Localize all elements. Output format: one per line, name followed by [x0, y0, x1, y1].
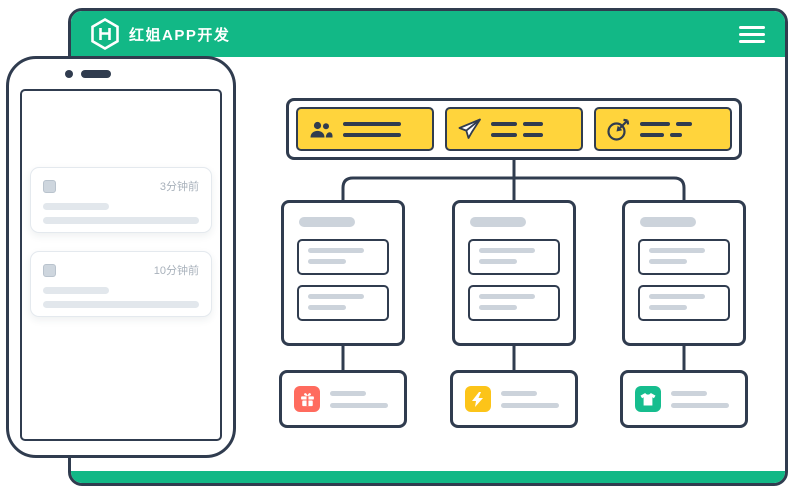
line-placeholder: [649, 248, 705, 253]
flowchart-area: [71, 11, 785, 483]
line-placeholder: [343, 121, 401, 126]
content-item-box: [297, 285, 389, 321]
line-placeholder: [343, 132, 401, 137]
line-placeholder: [43, 301, 199, 308]
users-icon: [308, 120, 334, 139]
line-placeholder: [479, 294, 535, 299]
feature-panel: [286, 98, 742, 160]
line-placeholder: [649, 305, 687, 310]
window-footer-bar: [71, 471, 785, 483]
phone-camera-icon: [65, 70, 73, 78]
target-arrow-icon: [606, 117, 631, 142]
line-placeholder: [649, 259, 687, 264]
notification-time: 10分钟前: [153, 265, 199, 277]
line-placeholder: [671, 402, 729, 408]
notification-header: 10分钟前: [43, 262, 199, 278]
notification-card[interactable]: 3分钟前: [30, 167, 212, 233]
branch-box-3: [622, 200, 746, 346]
line-placeholder: [479, 305, 517, 310]
content-item-box: [468, 239, 560, 275]
line-placeholder: [308, 294, 364, 299]
hexagon-h-logo-icon: [91, 18, 119, 50]
line-placeholder: [523, 121, 543, 126]
title-placeholder: [470, 217, 526, 227]
line-placeholder: [501, 402, 559, 408]
line-placeholder: [670, 132, 682, 137]
line-placeholder: [491, 121, 517, 126]
gift-icon: [294, 386, 320, 412]
title-placeholder: [299, 217, 355, 227]
title-placeholder: [640, 217, 696, 227]
line-placeholder: [523, 132, 543, 137]
line-placeholder: [308, 305, 346, 310]
connector-lines: [341, 158, 686, 372]
content-item-box: [468, 285, 560, 321]
notification-time: 3分钟前: [159, 181, 199, 193]
phone-speaker-icon: [81, 70, 111, 78]
phone-mockup: 3分钟前 10分钟前: [6, 56, 236, 458]
hamburger-menu-icon[interactable]: [739, 25, 765, 43]
line-placeholder: [491, 132, 517, 137]
content-item-box: [638, 239, 730, 275]
line-placeholder: [43, 217, 199, 224]
notification-header: 3分钟前: [43, 178, 199, 194]
line-placeholder: [479, 259, 517, 264]
result-card-2: [450, 370, 578, 428]
line-placeholder: [479, 248, 535, 253]
result-card-3: [620, 370, 748, 428]
branch-box-2: [452, 200, 576, 346]
result-card-1: [279, 370, 407, 428]
line-placeholder: [676, 121, 692, 126]
line-placeholder: [501, 390, 537, 396]
line-placeholder: [43, 203, 109, 210]
window-header: 红姐APP开发: [71, 11, 785, 57]
app-icon-placeholder: [43, 179, 56, 193]
tshirt-icon: [635, 386, 661, 412]
notification-card[interactable]: 10分钟前: [30, 251, 212, 317]
line-placeholder: [43, 287, 109, 294]
line-placeholder: [308, 248, 364, 253]
line-placeholder: [330, 390, 366, 396]
feature-card-target: [594, 107, 732, 151]
app-icon-placeholder: [43, 263, 56, 277]
line-placeholder: [640, 132, 664, 137]
line-placeholder: [649, 294, 705, 299]
line-placeholder: [308, 259, 346, 264]
feature-card-users: [296, 107, 434, 151]
line-placeholder: [671, 390, 707, 396]
lightning-icon: [465, 386, 491, 412]
feature-card-send: [445, 107, 583, 151]
app-title: 红姐APP开发: [129, 26, 231, 44]
content-item-box: [638, 285, 730, 321]
content-item-box: [297, 239, 389, 275]
line-placeholder: [330, 402, 388, 408]
branch-box-1: [281, 200, 405, 346]
paper-plane-icon: [457, 117, 482, 141]
phone-screen: 3分钟前 10分钟前: [20, 89, 222, 441]
line-placeholder: [640, 121, 670, 126]
